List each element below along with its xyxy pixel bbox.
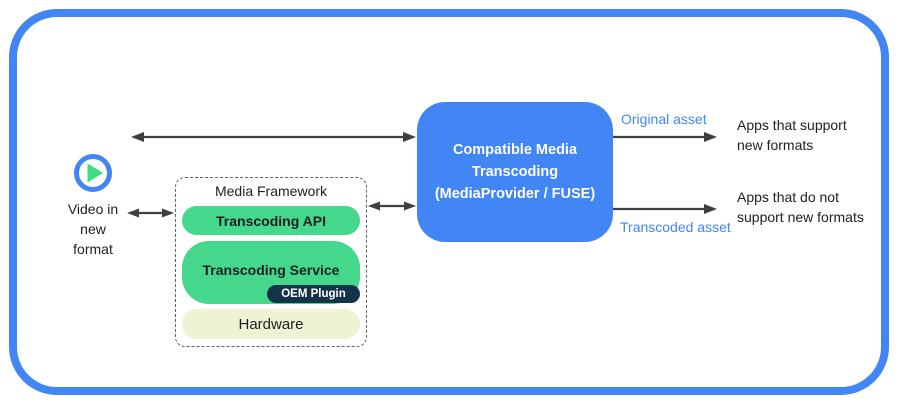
transcoding-api-pill: Transcoding API <box>182 206 360 235</box>
media-framework-box: Media Framework Transcoding API Transcod… <box>175 177 367 347</box>
oem-plugin-pill: OEM Plugin <box>267 285 360 303</box>
oem-plugin-label: OEM Plugin <box>281 288 346 300</box>
play-icon <box>74 154 112 192</box>
transcoding-service-label: Transcoding Service <box>202 261 340 278</box>
hardware-pill: Hardware <box>182 309 360 339</box>
video-source-label: Video in new format <box>67 201 119 257</box>
original-asset-label: Original asset <box>621 111 707 127</box>
media-framework-title: Media Framework <box>214 183 328 199</box>
apps-no-support-label: Apps that do not support new formats <box>737 189 864 225</box>
transcoding-api-label: Transcoding API <box>216 212 326 229</box>
outer-frame <box>9 9 889 395</box>
transcoded-asset-label: Transcoded asset <box>620 219 731 235</box>
compatible-media-transcoding-box: Compatible Media Transcoding (MediaProvi… <box>417 102 613 242</box>
transcoding-service-pill: Transcoding Service OEM Plugin <box>182 241 360 304</box>
hardware-label: Hardware <box>238 315 304 333</box>
apps-support-label: Apps that support new formats <box>737 117 847 153</box>
